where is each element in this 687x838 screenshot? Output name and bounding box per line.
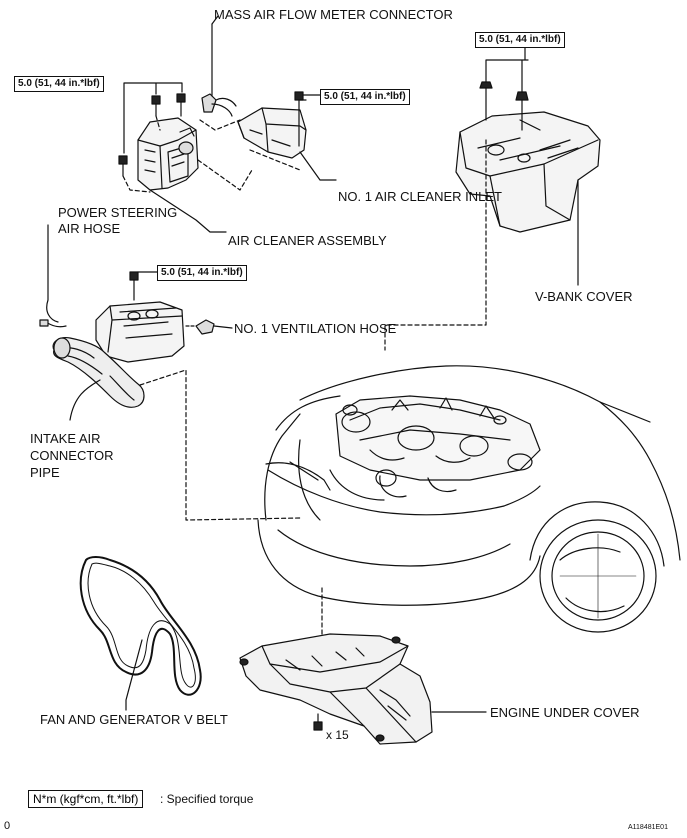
air-cleaner-bolts [118,93,186,177]
maf-connector-label: MASS AIR FLOW METER CONNECTOR [214,7,453,22]
torque-air-cleaner: 5.0 (51, 44 in.*lbf) [14,76,104,92]
air-cleaner-assembly-label: AIR CLEANER ASSEMBLY [228,233,387,248]
intake-pipe-label-2: CONNECTOR [30,448,114,463]
v-belt-drawing [79,556,202,696]
figure-id: A118481E01 [628,824,668,831]
power-steering-label-2: AIR HOSE [58,221,121,236]
intake-pipe-drawing [52,271,185,408]
under-cover-bolt [313,713,323,731]
torque-v-bank: 5.0 (51, 44 in.*lbf) [475,32,565,48]
air-cleaner-inlet-label: NO. 1 AIR CLEANER INLET [338,189,502,204]
v-bank-cover-label: V-BANK COVER [535,289,633,304]
legend-torque-text: : Specified torque [160,792,254,806]
air-cleaner-inlet-drawing [237,91,337,181]
power-steering-label-1: POWER STEERING [58,205,178,220]
maf-connector-drawing [201,23,237,117]
car-body-drawing [257,365,681,633]
intake-pipe-label-1: INTAKE AIR [30,431,101,446]
fan-belt-label: FAN AND GENERATOR V BELT [40,712,228,727]
page-mark: 0 [4,820,11,832]
bolt-count-label: x 15 [326,728,349,742]
air-cleaner-assembly-drawing [137,117,199,191]
intake-pipe-label-3: PIPE [30,465,60,480]
legend-torque-box: N*m (kgf*cm, ft.*lbf) [28,790,144,808]
torque-intake-pipe: 5.0 (51, 44 in.*lbf) [157,265,247,281]
ventilation-hose-label: NO. 1 VENTILATION HOSE [234,321,397,336]
v-bank-cover-drawing [455,47,601,233]
under-cover-drawing [239,633,433,745]
under-cover-label: ENGINE UNDER COVER [490,705,640,720]
torque-inlet: 5.0 (51, 44 in.*lbf) [320,89,410,105]
ventilation-hose-drawing [185,319,233,335]
